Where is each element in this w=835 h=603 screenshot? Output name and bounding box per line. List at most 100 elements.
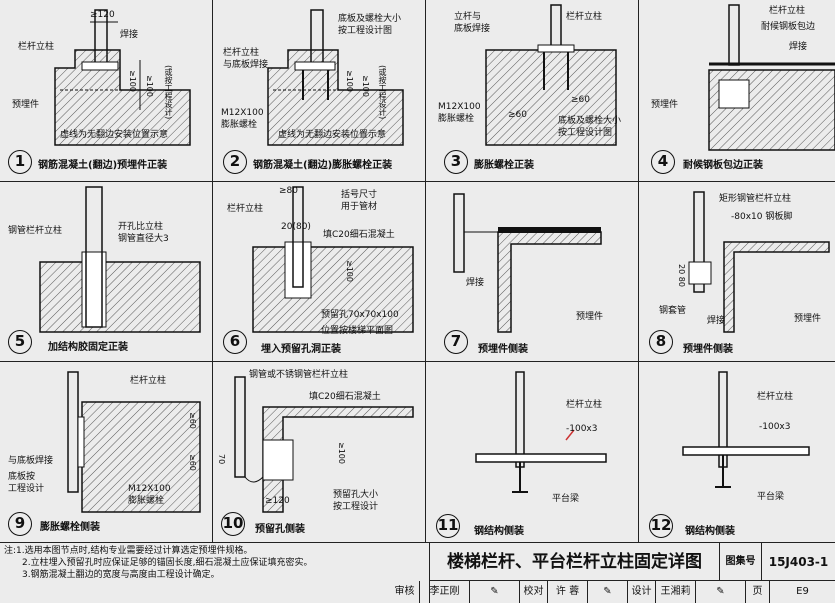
panel-10-label-4: ≥120 (265, 496, 290, 506)
panel-5-number: 5 (8, 330, 32, 354)
panel-2-label-0: 栏杆立柱 (223, 48, 260, 58)
note-line-2: 2.立柱埋入预留孔时应保证足够的锚固长度,细石混凝土应保证填充密实。 (22, 558, 313, 568)
panel-11-label-2: 平台梁 (552, 494, 580, 504)
panel-4-number: 4 (651, 150, 675, 174)
panel-3-label-8: ≥60 (571, 95, 590, 105)
panel-11-number: 11 (436, 514, 460, 538)
panel-6-caption: 埋入预留孔洞正装 (261, 344, 341, 355)
panel-4-drawing (708, 4, 835, 151)
panel-10-label-3: ≥100 (337, 442, 346, 464)
panel-2-label-4: M12X100 (221, 108, 264, 118)
panel-1-label-3: ≥120 (90, 10, 115, 20)
panel-12: 栏杆立柱 -100x3 平台梁 12 钢结构侧装 (639, 362, 835, 543)
panel-2-label-7: ≥100 (361, 75, 370, 97)
check-label: 校对 (520, 581, 548, 603)
panel-3-label-4: 膨胀螺栓 (438, 114, 475, 124)
panel-7: 焊接 预埋件 7 预埋件侧装 (426, 182, 639, 362)
panel-2-label-5: 膨胀螺栓 (221, 120, 258, 130)
panel-2-caption: 钢筋混凝土(翻边)膨胀螺栓正装 (253, 160, 393, 171)
page-number: E9 (796, 586, 809, 597)
panel-6-label-0: 栏杆立柱 (227, 204, 264, 214)
designer-signature: ✎ (696, 581, 746, 603)
panel-2-label-2: 底板及螺栓大小 (338, 14, 402, 24)
note-line-1: 注:1.选用本图节点时,结构专业需要经过计算选定预埋件规格。 (4, 546, 253, 556)
panel-11-drawing (475, 371, 607, 493)
panel-9-label-5: 膨胀螺栓 (128, 496, 165, 506)
panel-10-label-0: 钢管或不锈钢管栏杆立柱 (249, 370, 349, 380)
panel-1: 栏杆立柱 焊接 预埋件 ≥120 ≥100 ≥100 (或按工程设计) 虚线为无… (0, 0, 213, 182)
panel-10-caption: 预留孔侧装 (255, 524, 305, 535)
panel-8-label-1: -80x10 钢板脚 (731, 212, 793, 222)
panel-6-label-8: 位置按楼梯平面图 (321, 326, 394, 336)
panel-8-label-3: 钢套管 (659, 306, 687, 316)
panel-6-label-5: 填C20细石混凝土 (323, 230, 395, 240)
panel-6-label-6: ≥100 (345, 260, 354, 282)
panel-4: 栏杆立柱 耐候钢板包边 焊接 预埋件 4 耐候钢板包边正装 (639, 0, 835, 182)
panel-8-drawing (688, 191, 830, 333)
panel-5-drawing (39, 186, 201, 333)
panel-12-caption: 钢结构侧装 (685, 526, 735, 537)
panel-1-number: 1 (8, 150, 32, 174)
panel-1-label-1: 焊接 (120, 30, 139, 40)
panel-3-label-3: M12X100 (438, 102, 481, 112)
panel-10-label-2: 70 (217, 454, 226, 465)
panel-9-label-6: ≥60 (188, 412, 197, 429)
panel-2-label-8: (或按工程设计) (378, 65, 387, 120)
panel-11-caption: 钢结构侧装 (474, 526, 524, 537)
panel-2-drawing (267, 9, 404, 146)
panel-10: 钢管或不锈钢管栏杆立柱 填C20细石混凝土 70 ≥100 ≥120 预留孔大小… (213, 362, 426, 543)
panel-6-label-2: 括号尺寸 (341, 190, 378, 200)
panel-5-label-2: 钢管直径大3 (118, 234, 169, 244)
designer-name: 王湘莉 (656, 581, 696, 603)
panel-2-label-9: 虚线为无翻边安装位置示意 (278, 130, 387, 140)
panel-9: 栏杆立柱 与底板焊接 底板按 工程设计 M12X100 膨胀螺栓 ≥60 ≥60… (0, 362, 213, 543)
panel-2-label-1: 与底板焊接 (223, 60, 269, 70)
panel-6-label-1: ≥80 (279, 186, 298, 196)
panel-1-caption: 钢筋混凝土(翻边)预埋件正装 (38, 160, 168, 171)
panel-2-label-3: 按工程设计图 (338, 26, 393, 36)
panel-12-number: 12 (649, 514, 673, 538)
panel-1-label-6: (或按工程设计) (164, 65, 173, 120)
panel-9-label-1: 与底板焊接 (8, 456, 54, 466)
panel-5-label-0: 钢管栏杆立柱 (8, 226, 63, 236)
panel-3-label-0: 立杆与 (454, 12, 482, 22)
panel-8-number: 8 (649, 330, 673, 354)
panel-3-caption: 膨胀螺栓正装 (474, 160, 534, 171)
panel-3-drawing (485, 4, 617, 146)
page-label: 页 (746, 581, 770, 603)
panel-9-caption: 膨胀螺栓侧装 (40, 522, 100, 533)
notes: 注:1.选用本图节点时,结构专业需要经过计算选定预埋件规格。 2.立柱埋入预留孔… (0, 543, 430, 603)
panel-4-caption: 耐候钢板包边正装 (683, 160, 763, 171)
panel-8: 矩形钢管栏杆立柱 -80x10 钢板脚 20 80 钢套管 焊接 预埋件 8 预… (639, 182, 835, 362)
panel-4-label-3: 预埋件 (651, 100, 679, 110)
panel-3-number: 3 (444, 150, 468, 174)
panel-10-label-6: 按工程设计 (333, 502, 379, 512)
panel-5: 钢管栏杆立柱 开孔比立柱 钢管直径大3 5 加结构胶固定正装 (0, 182, 213, 362)
panel-10-number: 10 (221, 512, 245, 536)
atlas-label: 图集号 (720, 543, 762, 581)
panel-6-label-4: 20(80) (281, 222, 311, 232)
panel-4-label-1: 耐候钢板包边 (761, 22, 816, 32)
panel-9-label-2: 底板按 (8, 472, 36, 482)
panel-6-label-3: 用于管材 (341, 202, 378, 212)
panel-9-number: 9 (8, 512, 32, 536)
panel-3: 立杆与 底板焊接 栏杆立柱 M12X100 膨胀螺栓 ≥60 底板及螺栓大小 按… (426, 0, 639, 182)
panel-3-label-2: 栏杆立柱 (566, 12, 603, 22)
panel-3-label-6: 底板及螺栓大小 (558, 116, 622, 126)
panel-8-label-4: 焊接 (707, 316, 726, 326)
panel-4-label-2: 焊接 (789, 42, 808, 52)
panel-1-label-4: ≥100 (128, 70, 137, 92)
panel-11: 栏杆立柱 -100x3 平台梁 11 钢结构侧装 (426, 362, 639, 543)
panel-4-label-0: 栏杆立柱 (769, 6, 806, 16)
panel-7-number: 7 (444, 330, 468, 354)
panel-7-drawing (453, 193, 602, 333)
panel-5-caption: 加结构胶固定正装 (48, 342, 128, 353)
note-line-3: 3.钢筋混凝土翻边的宽度与高度由工程设计确定。 (22, 570, 220, 580)
panel-11-label-0: 栏杆立柱 (566, 400, 603, 410)
panel-12-label-0: 栏杆立柱 (757, 392, 794, 402)
panel-5-label-1: 开孔比立柱 (118, 222, 164, 232)
panel-1-label-7: 虚线为无翻边安装位置示意 (60, 130, 169, 140)
panel-10-label-1: 填C20细石混凝土 (309, 392, 381, 402)
panel-1-label-0: 栏杆立柱 (18, 42, 55, 52)
